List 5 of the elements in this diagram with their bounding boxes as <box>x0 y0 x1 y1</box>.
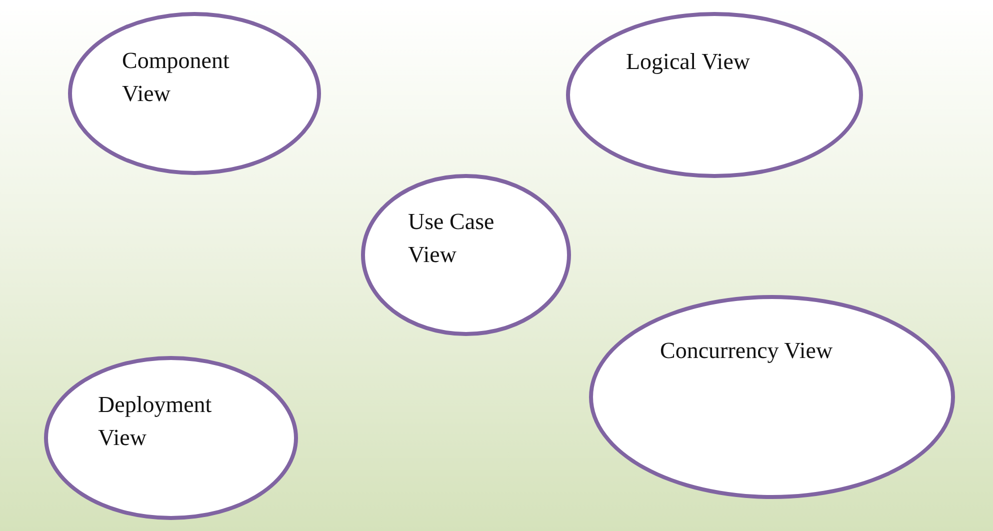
ellipse-label: Use Case View <box>408 208 496 269</box>
ellipse-label: Deployment View <box>98 391 213 452</box>
ellipse-label: Logical View <box>626 48 752 76</box>
ellipse-label: Concurrency View <box>660 337 834 365</box>
ellipse-label: Component View <box>122 47 230 108</box>
